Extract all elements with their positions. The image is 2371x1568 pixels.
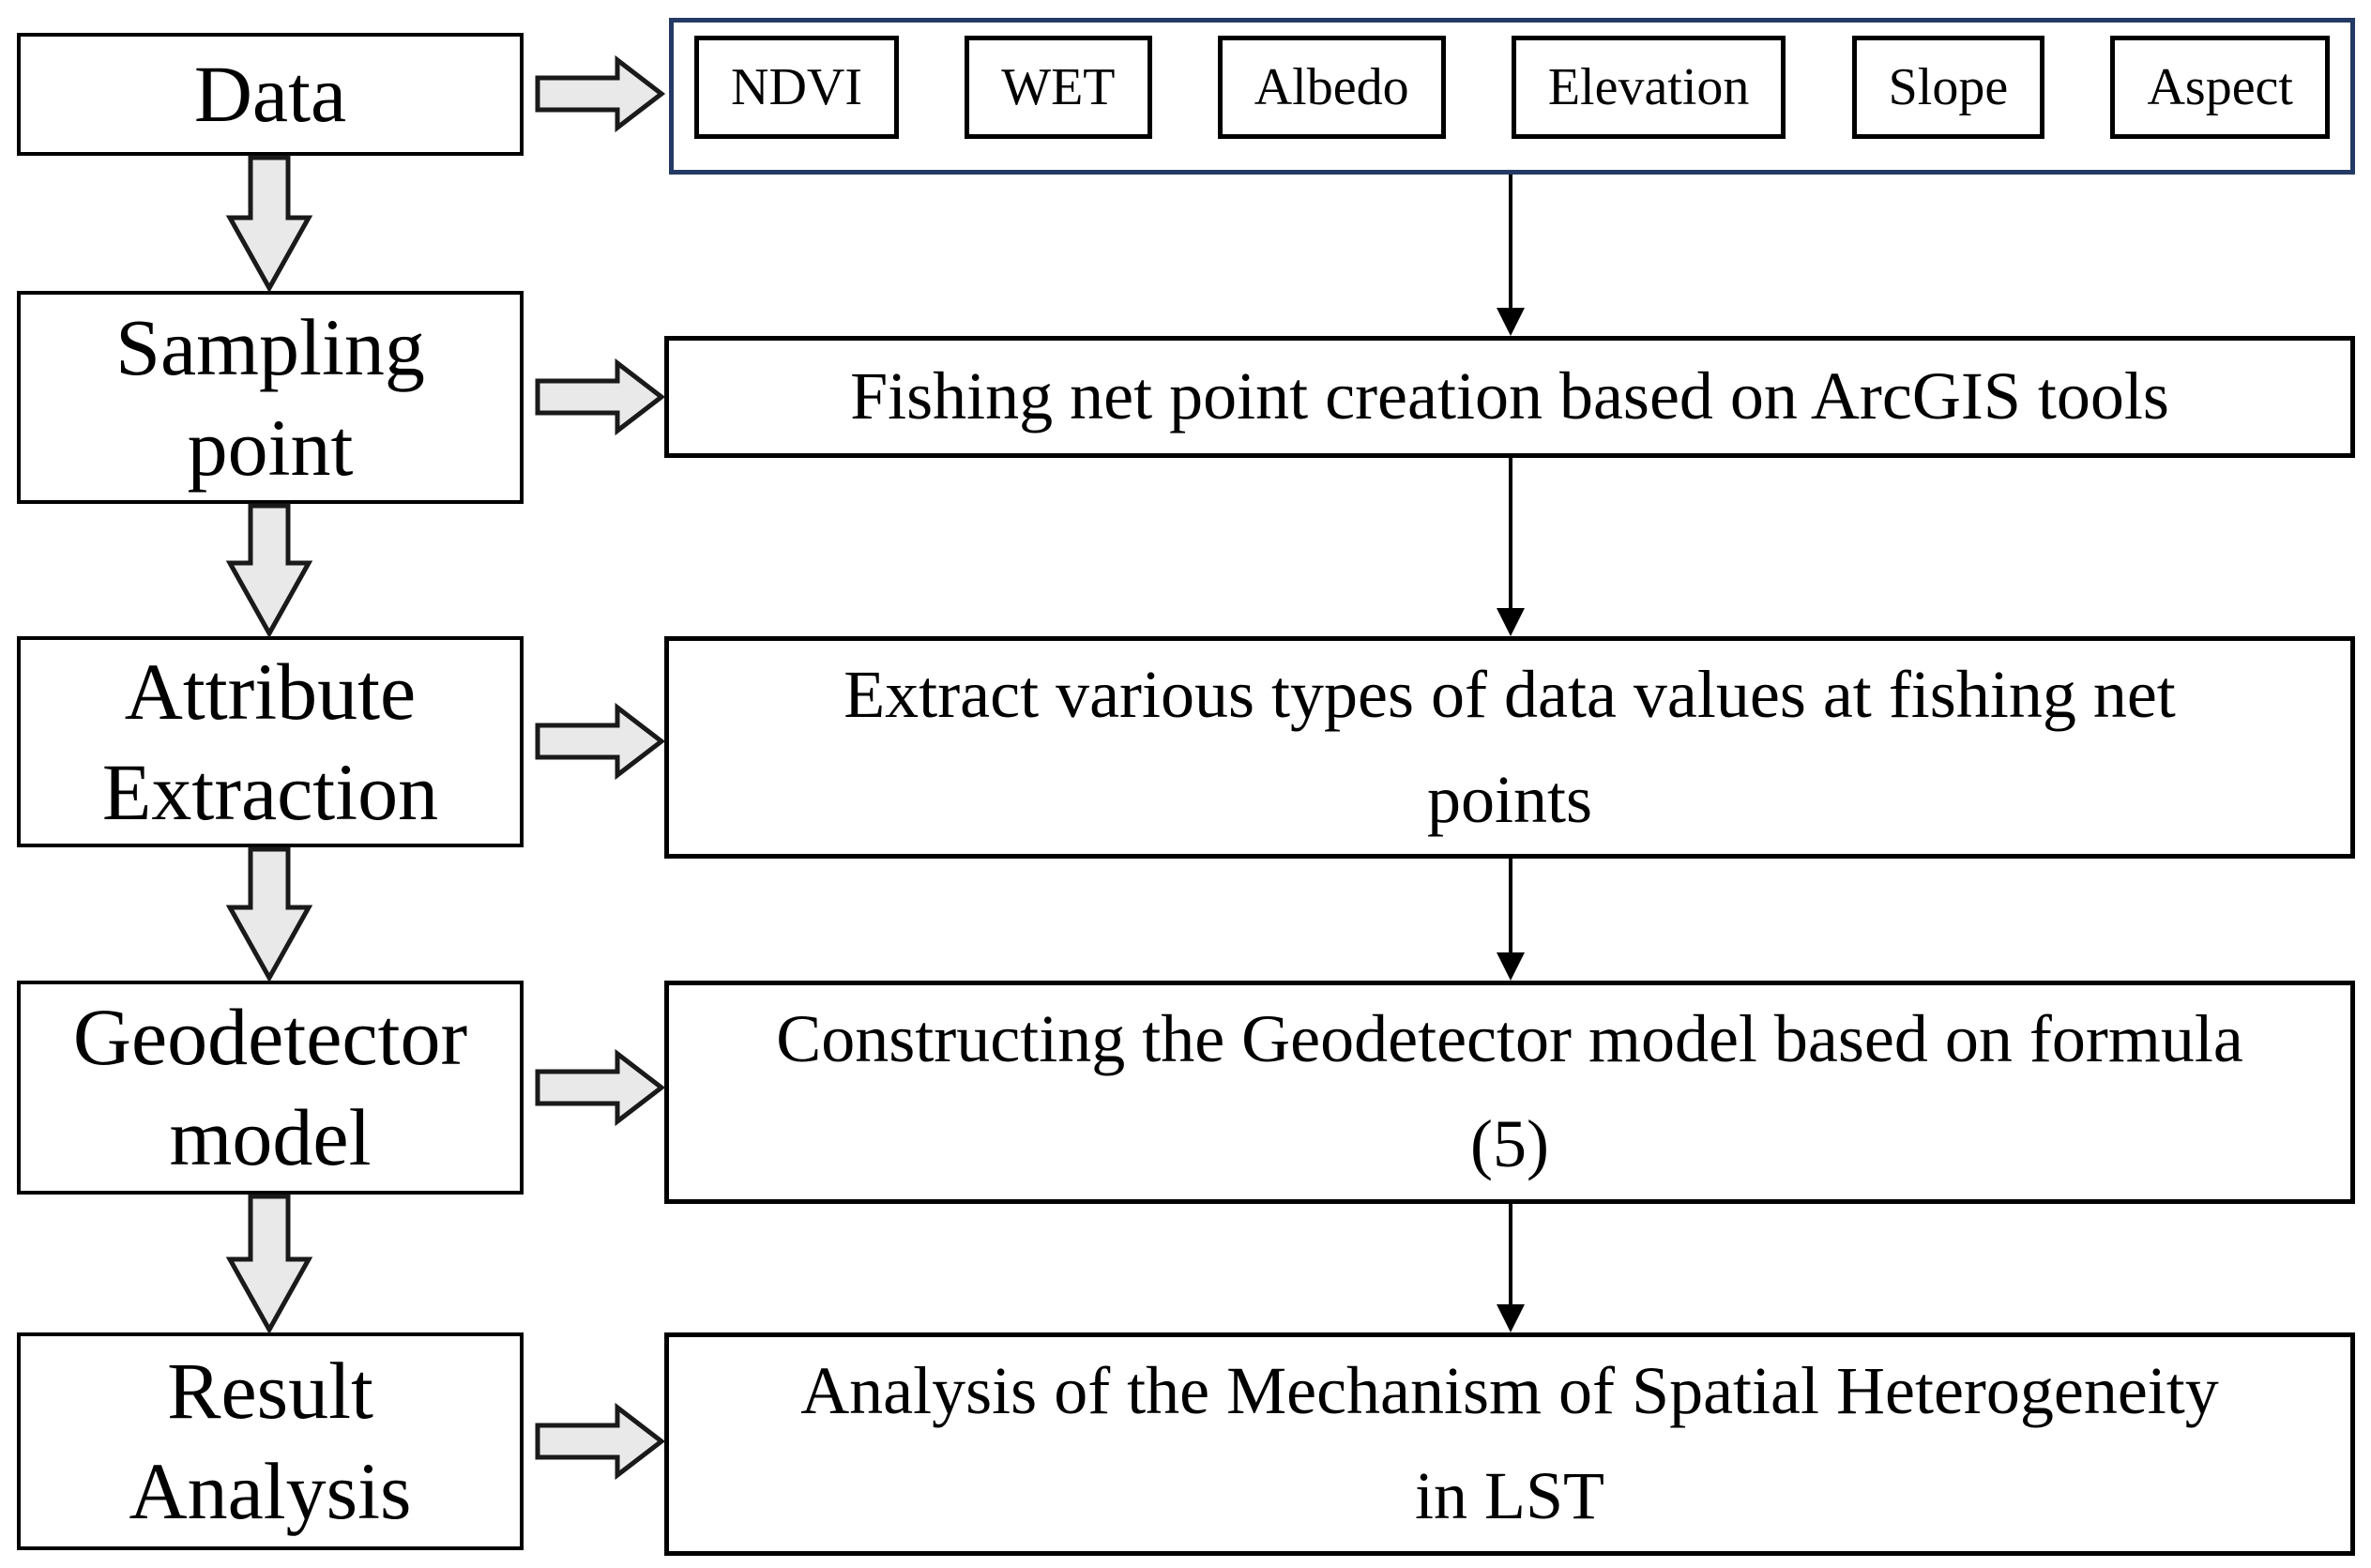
layer-label: Slope bbox=[1888, 58, 2009, 116]
layer-box-albedo: Albedo bbox=[1217, 36, 1446, 139]
down-block-arrow-icon bbox=[225, 846, 313, 983]
right-block-arrow-icon bbox=[535, 1048, 666, 1127]
process-label: Fishing net point creation based on ArcG… bbox=[850, 358, 2169, 434]
layer-box-ndvi: NDVI bbox=[694, 36, 899, 139]
connector-arrow-icon bbox=[1497, 175, 1525, 336]
connector-arrow-icon bbox=[1497, 859, 1525, 981]
right-block-arrow-icon bbox=[535, 54, 666, 133]
right-block-arrow-icon bbox=[535, 358, 666, 436]
stage-box-sampling-point: Sampling point bbox=[17, 291, 524, 504]
layer-label: Aspect bbox=[2147, 58, 2293, 116]
stage-box-geodetector-model: Geodetector model bbox=[17, 981, 524, 1195]
layer-box-slope: Slope bbox=[1851, 36, 2045, 139]
down-block-arrow-icon bbox=[225, 1194, 313, 1335]
stage-label: Geodetector model bbox=[72, 992, 468, 1182]
layer-box-aspect: Aspect bbox=[2110, 36, 2330, 139]
stage-box-result-analysis: Result Analysis bbox=[17, 1332, 524, 1550]
connector-arrow-icon bbox=[1497, 458, 1525, 636]
stage-box-attribute-extraction: Attribute Extraction bbox=[17, 636, 524, 847]
process-label: Extract various types of data values at … bbox=[844, 656, 2176, 837]
stage-label: Data bbox=[193, 49, 347, 140]
stage-label: Sampling point bbox=[115, 301, 425, 493]
down-block-arrow-icon bbox=[225, 503, 313, 639]
process-label: Constructing the Geodetector model based… bbox=[776, 1001, 2243, 1181]
stage-box-data: Data bbox=[17, 33, 524, 156]
process-box-fishing-net: Fishing net point creation based on ArcG… bbox=[664, 336, 2355, 458]
layer-box-elevation: Elevation bbox=[1511, 36, 1786, 139]
stage-label: Result Analysis bbox=[129, 1346, 412, 1536]
process-box-extract-values: Extract various types of data values at … bbox=[664, 636, 2355, 859]
stage-label: Attribute Extraction bbox=[101, 646, 439, 837]
process-label: Analysis of the Mechanism of Spatial Het… bbox=[800, 1353, 2219, 1533]
right-block-arrow-icon bbox=[535, 1402, 666, 1481]
data-layers-container: NDVI WET Albedo Elevation Slope Aspect bbox=[669, 18, 2355, 175]
layer-label: Albedo bbox=[1254, 58, 1409, 116]
connector-arrow-icon bbox=[1497, 1204, 1525, 1332]
layer-box-wet: WET bbox=[965, 36, 1152, 139]
process-box-geodetector-formula: Constructing the Geodetector model based… bbox=[664, 981, 2355, 1204]
right-block-arrow-icon bbox=[535, 702, 666, 781]
process-box-lst-analysis: Analysis of the Mechanism of Spatial Het… bbox=[664, 1332, 2355, 1556]
layer-label: NDVI bbox=[731, 58, 862, 116]
layer-label: WET bbox=[1001, 58, 1116, 116]
layer-label: Elevation bbox=[1547, 58, 1750, 116]
down-block-arrow-icon bbox=[225, 155, 313, 294]
